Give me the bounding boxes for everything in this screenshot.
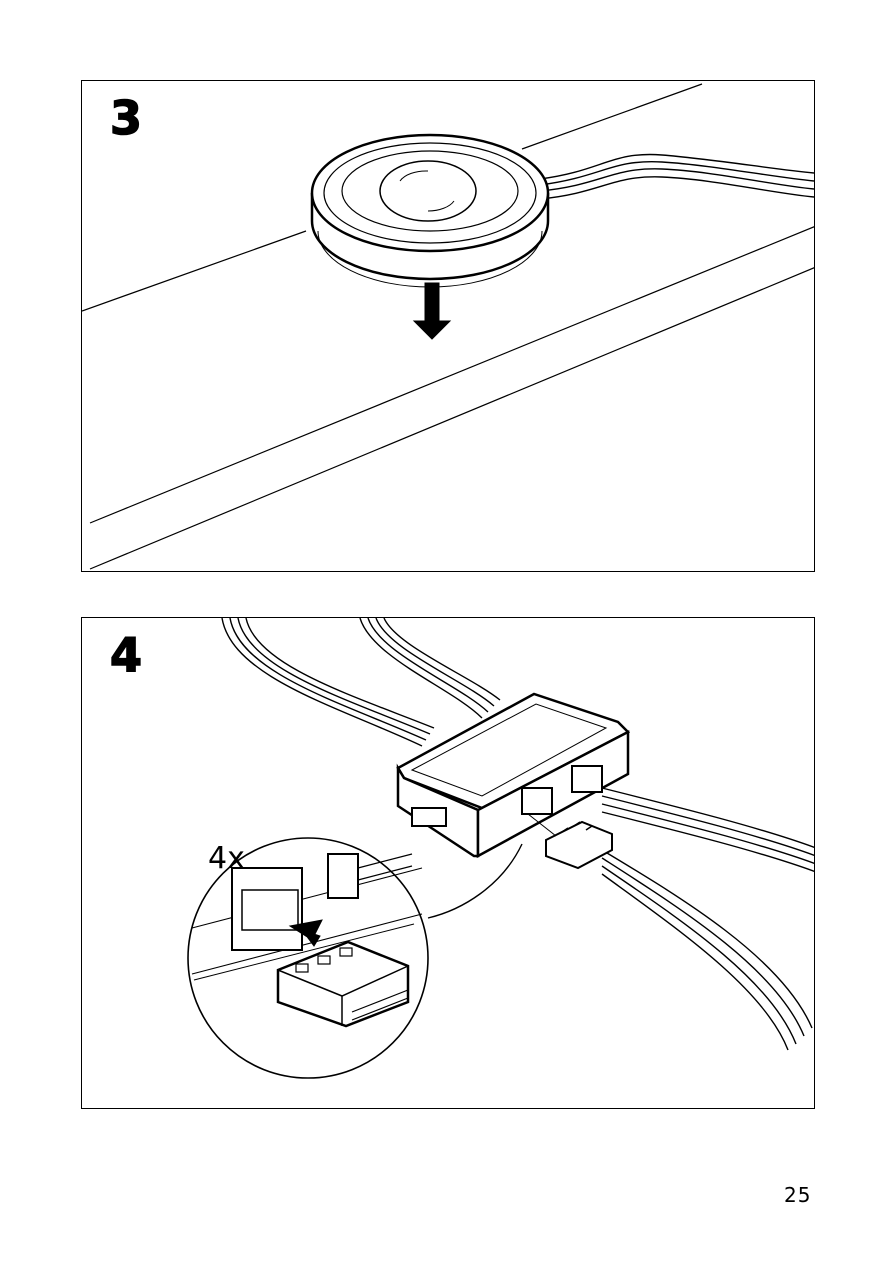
spotlight-cable bbox=[540, 154, 814, 199]
down-arrow-icon bbox=[414, 283, 450, 339]
quantity-multiplier: 4x bbox=[208, 844, 245, 874]
small-plug bbox=[546, 822, 612, 868]
step-4-panel: 4 4x bbox=[81, 617, 815, 1109]
connector-hub-illustration bbox=[82, 618, 815, 1109]
led-spotlight-illustration bbox=[82, 81, 815, 572]
page-number: 25 bbox=[784, 1183, 811, 1207]
step-number: 4 bbox=[110, 632, 142, 678]
spotlight-puck bbox=[312, 135, 548, 287]
step-3-panel: 3 bbox=[81, 80, 815, 572]
lower-cable bbox=[602, 850, 812, 1050]
step-number: 3 bbox=[110, 95, 142, 141]
right-cable bbox=[602, 788, 815, 872]
top-cables bbox=[222, 618, 500, 746]
